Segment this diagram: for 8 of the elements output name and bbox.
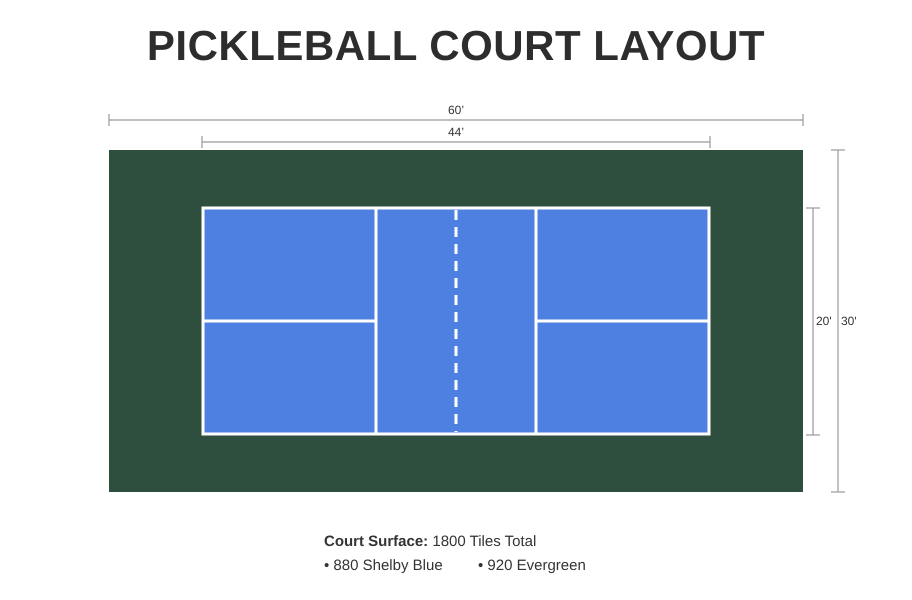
dimension-label: 60’	[448, 103, 464, 117]
dimension-label: 30'	[840, 314, 858, 328]
surface-note: Court Surface: 1800 Tiles Total	[324, 533, 536, 550]
dimension-label: 44’	[448, 125, 464, 139]
dimension-label: 20'	[815, 314, 833, 328]
tile-count: • 920 Evergreen	[478, 557, 586, 574]
title: PICKLEBALL COURT LAYOUT	[146, 22, 766, 70]
tile-count: • 880 Shelby Blue	[324, 557, 443, 574]
